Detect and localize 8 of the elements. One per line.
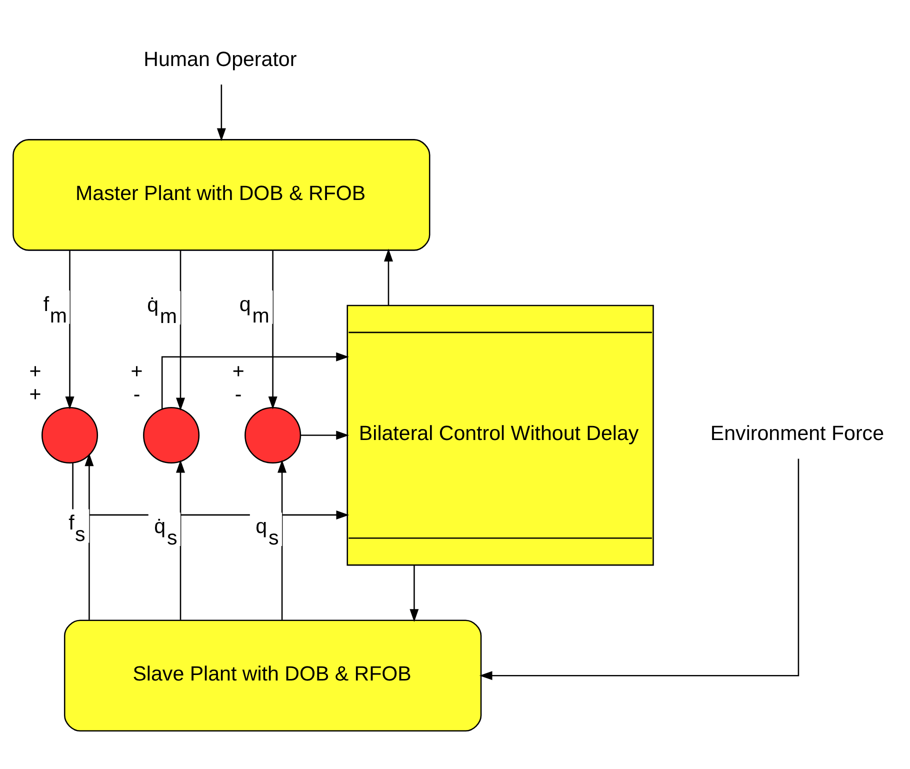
node-label: + <box>130 360 143 383</box>
node-label: + <box>29 360 42 383</box>
node-label: - <box>234 382 242 406</box>
node-label: - <box>133 382 140 406</box>
node-label: + <box>232 360 244 383</box>
node-text: Environment Force <box>710 422 884 446</box>
node-label: + <box>29 382 42 406</box>
node-text: Human Operator <box>144 48 297 72</box>
